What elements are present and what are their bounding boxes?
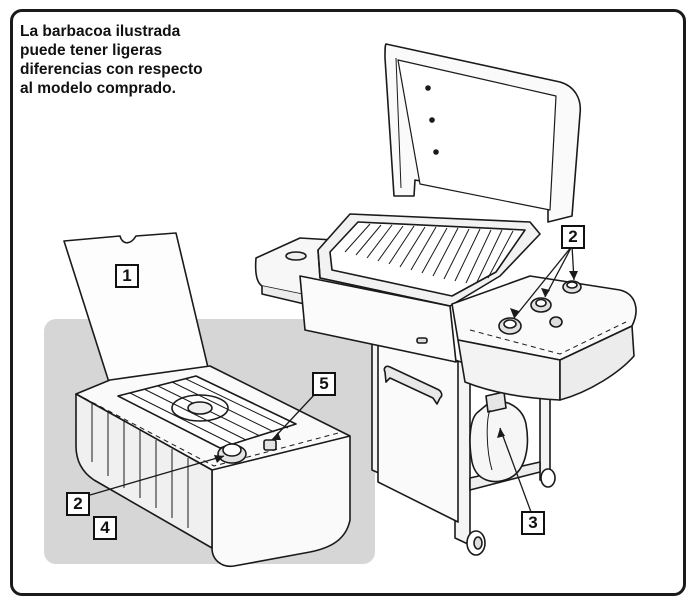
- callout-5: 5: [312, 372, 336, 396]
- side-burner-ring: [171, 394, 229, 422]
- side-burner-grate-bars: [129, 378, 289, 445]
- arrow-knob-3: [569, 271, 578, 280]
- callout-3: 3: [521, 511, 545, 535]
- wheel-rear: [540, 468, 556, 488]
- main-grill: [254, 43, 637, 556]
- cart-leg-right-rear: [539, 389, 551, 481]
- arrow-side-knob: [214, 455, 224, 463]
- side-burner: [63, 232, 351, 568]
- side-burner-lid: [63, 232, 211, 399]
- disclaimer-note: La barbacoa ilustrada puede tener ligera…: [20, 23, 203, 97]
- callout-1: 1: [115, 264, 139, 288]
- arrow-side-igniter: [272, 432, 281, 440]
- leader-lines-side: [89, 393, 316, 496]
- cooking-grate-bars: [344, 223, 514, 284]
- side-burner-igniter: [263, 439, 277, 451]
- wheel-front-hub: [473, 536, 483, 550]
- door-handle: [383, 365, 443, 405]
- arrow-knob-2: [541, 288, 550, 297]
- side-burner-flutes: [91, 402, 189, 528]
- control-knobs: [498, 280, 582, 335]
- side-burner-body: [75, 365, 351, 568]
- propane-tank: [469, 400, 529, 483]
- callout-4: 4: [93, 516, 117, 540]
- cooking-grate: [329, 221, 526, 297]
- igniter-button: [549, 316, 563, 328]
- arrow-knob-1: [510, 308, 519, 318]
- callout-2-grill: 2: [561, 225, 585, 249]
- arrow-tank: [497, 428, 505, 438]
- callout-2-side-burner: 2: [66, 492, 90, 516]
- leader-lines-main: [499, 245, 575, 513]
